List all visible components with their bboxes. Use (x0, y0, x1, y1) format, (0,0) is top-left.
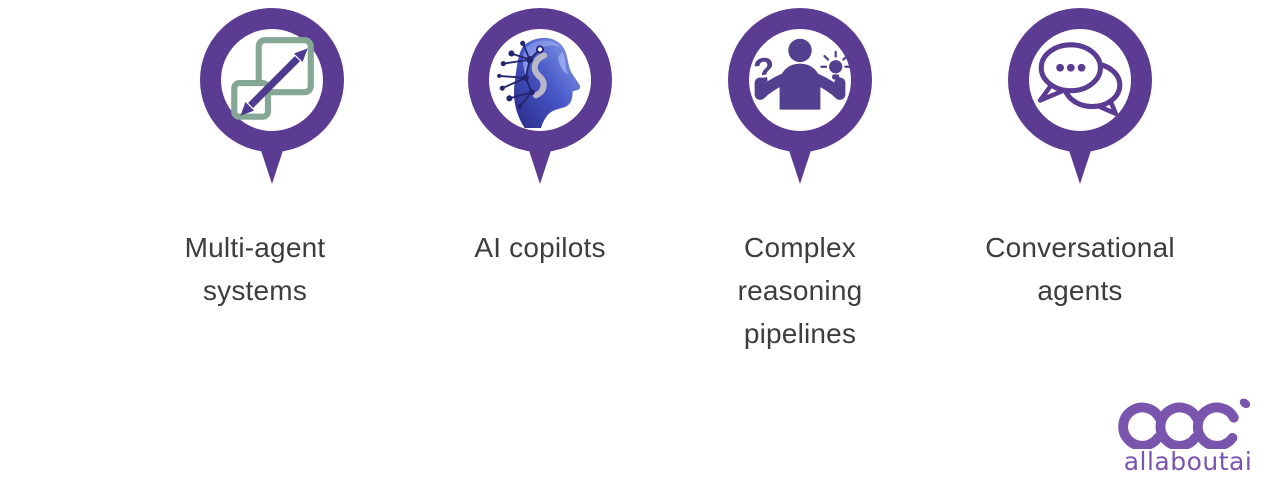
question-mark-glyph: ? (751, 51, 777, 92)
ai-head-icon (497, 37, 581, 128)
logo-i-dot (1239, 398, 1251, 408)
pin-label: AI copilots (474, 232, 606, 263)
person-question-lightbulb-icon: ? (751, 38, 851, 110)
person-torso (779, 63, 821, 110)
chat-bubbles-icon (1037, 42, 1123, 116)
neural-network-nodes (497, 40, 544, 110)
lightbulb-glyph (820, 50, 851, 80)
person-head (788, 38, 812, 63)
allaboutai-logo: allaboutai (1112, 393, 1264, 476)
pin-label: Complex reasoning pipelines (737, 232, 863, 349)
pin-label: Multi-agent systems (184, 232, 326, 306)
pin-label: Conversational agents (985, 232, 1175, 306)
typing-dots (1056, 63, 1086, 72)
logo-wordmark: allaboutai (1123, 447, 1253, 476)
person-right-arm (810, 73, 846, 100)
person-left-arm (754, 73, 790, 100)
expand-squares-icon (231, 37, 314, 120)
aaai-logo-mark (1118, 398, 1251, 449)
